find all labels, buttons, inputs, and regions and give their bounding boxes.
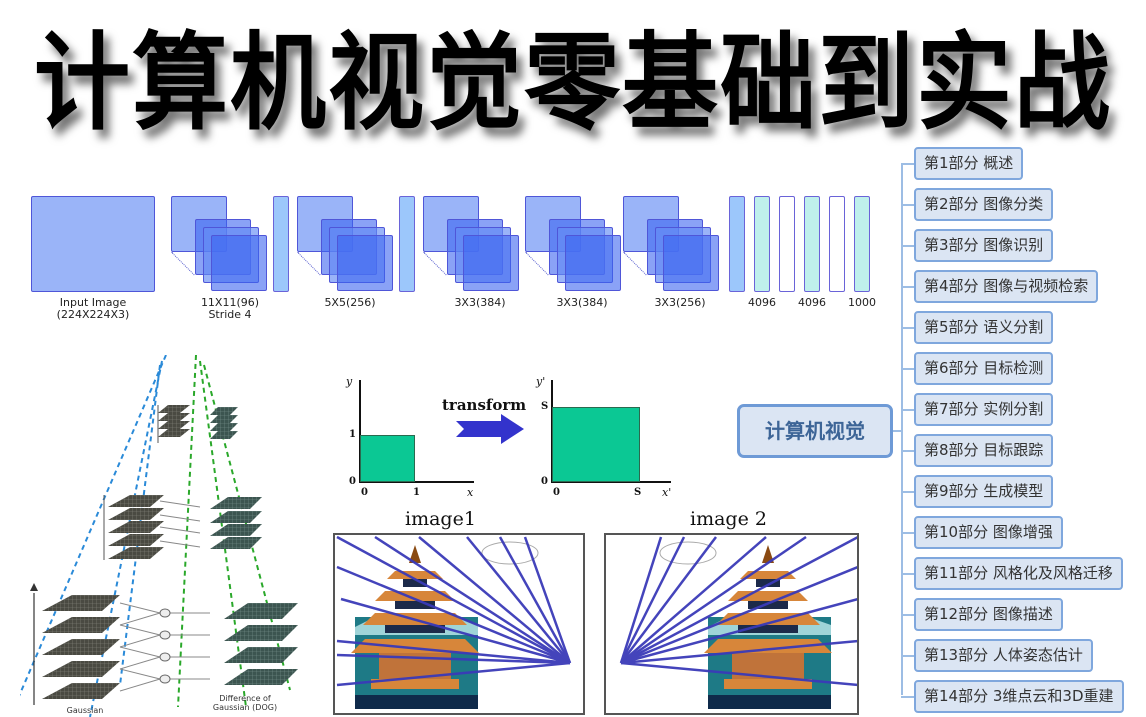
layer-label: 3X3(384) — [454, 296, 506, 309]
fc-bar — [854, 196, 870, 292]
fc-label: 1000 — [848, 296, 876, 309]
fc-label: 4096 — [748, 296, 776, 309]
arrow-right-icon — [456, 414, 524, 444]
scaled-square — [552, 407, 640, 482]
mindmap-node-5[interactable]: 第5部分 语义分割 — [914, 311, 1054, 344]
fc-bar — [754, 196, 770, 292]
alexnet-diagram: Input Image (224X224X3) 11X11(96) Stride… — [0, 190, 890, 330]
mindmap-node-3[interactable]: 第3部分 图像识别 — [914, 229, 1054, 262]
dog-label: Difference of Gaussian (DOG) — [212, 694, 278, 712]
mindmap-node-6[interactable]: 第6部分 目标检测 — [914, 352, 1054, 385]
image1-frame — [333, 533, 585, 715]
dropout-bar — [829, 196, 845, 292]
pagoda-image-2 — [619, 535, 857, 709]
mindmap-node-1[interactable]: 第1部分 概述 — [914, 147, 1024, 180]
mindmap-node-7[interactable]: 第7部分 实例分割 — [914, 393, 1054, 426]
octave-bottom — [30, 583, 298, 705]
dropout-bar — [779, 196, 795, 292]
mindmap-node-9[interactable]: 第9部分 生成模型 — [914, 475, 1054, 508]
image2-title: image 2 — [690, 508, 767, 530]
pagoda-image-1 — [336, 535, 572, 709]
page-title: 计算机视觉零基础到实战 — [34, 20, 1112, 145]
fc-bar — [804, 196, 820, 292]
layer-label: 3X3(384) — [556, 296, 608, 309]
mindmap-node-13[interactable]: 第13部分 人体姿态估计 — [914, 639, 1093, 672]
transform-label: transform — [442, 396, 527, 414]
gaussian-label: Gaussian — [66, 706, 104, 715]
image2-frame — [604, 533, 859, 715]
pool-bar — [273, 196, 289, 292]
mindmap-node-11[interactable]: 第11部分 风格化及风格迁移 — [914, 557, 1123, 590]
mindmap-node-2[interactable]: 第2部分 图像分类 — [914, 188, 1054, 221]
mindmap-node-8[interactable]: 第8部分 目标跟踪 — [914, 434, 1054, 467]
mindmap-trunk — [901, 163, 903, 695]
x-axis — [359, 481, 474, 483]
octave-middle — [103, 495, 262, 560]
pool-bar — [729, 196, 745, 292]
pool-bar — [399, 196, 415, 292]
image1-title: image1 — [405, 508, 476, 530]
y-axis — [359, 380, 361, 482]
layer-label: 11X11(96) Stride 4 — [200, 296, 260, 321]
octave-top — [157, 405, 238, 443]
dog-pyramid-diagram — [20, 355, 298, 717]
mindmap-node-12[interactable]: 第12部分 图像描述 — [914, 598, 1063, 631]
layer-label: 3X3(256) — [654, 296, 706, 309]
unit-square — [360, 435, 415, 482]
input-image-block — [31, 196, 155, 292]
mindmap-node-14[interactable]: 第14部分 3维点云和3D重建 — [914, 680, 1124, 713]
mindmap-central-node[interactable]: 计算机视觉 — [737, 404, 893, 458]
fc-label: 4096 — [798, 296, 826, 309]
layer-label: Input Image (224X224X3) — [56, 296, 130, 321]
mindmap-node-4[interactable]: 第4部分 图像与视频检索 — [914, 270, 1099, 303]
mindmap-node-10[interactable]: 第10部分 图像增强 — [914, 516, 1063, 549]
y-axis — [551, 380, 553, 482]
layer-label: 5X5(256) — [324, 296, 376, 309]
